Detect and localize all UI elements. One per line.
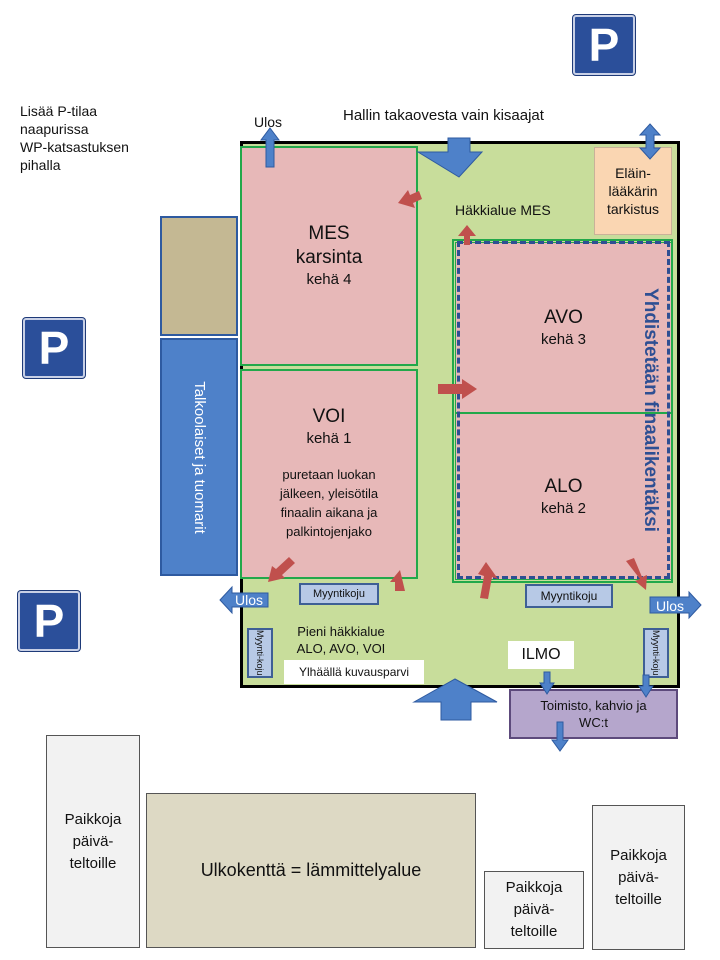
ring-title: VOI [312,406,346,427]
ring-title: MES [308,223,350,244]
vet-door-arrow-icon [638,123,662,160]
sales-stall: Myyntikoju [525,584,613,608]
parking-sign: P [23,318,85,378]
vet-line: lääkärin [608,183,658,199]
tent-area: Paikkoja päivä- teltoille [484,871,584,949]
red-arrow-icon [478,562,498,599]
tent-line: teltoille [615,890,662,908]
photo-gallery-label: Ylhäällä kuvausparvi [284,660,424,684]
red-arrow-icon [458,225,476,245]
back-door-arrow-icon [416,137,484,178]
office-down-arrow-icon [551,721,569,752]
vet-line: Eläin- [615,165,651,181]
khaki-area [160,216,238,336]
ring-title: ALO [544,475,583,497]
tent-area: Paikkoja päivä- teltoille [592,805,685,950]
red-arrow-icon [390,570,405,591]
registration-label: ILMO [508,641,574,669]
ring-title: AVO [544,306,583,328]
office-line: Toimisto, kahvio ja [540,698,647,713]
exit-left-arrow-icon [219,585,269,615]
tent-area: Paikkoja päivä- teltoille [46,735,140,948]
red-arrow-icon [398,190,422,208]
red-arrow-icon [438,379,477,399]
tent-line: päivä- [72,832,114,850]
vet-line: tarkistus [606,201,660,217]
sales-stall-vertical: Myynti-koju [247,628,273,678]
sales-stall: Myyntikoju [299,583,379,605]
ring-mes: MES karsinta kehä 4 [240,146,418,366]
tent-line: Paikkoja [610,846,667,864]
ring-subtitle: karsinta [295,247,363,268]
ring-alo: ALO kehä 2 [455,413,672,580]
vet-check: Eläin- lääkärin tarkistus [594,147,672,235]
ring-note-line: jälkeen, yleisötila [279,486,379,501]
main-entrance-arrow-icon [412,678,498,721]
ring-note-line: finaalin aikana ja [280,505,378,520]
tent-line: teltoille [510,923,558,940]
tent-line: päivä- [513,901,555,918]
note-line: naapurissa [20,121,89,137]
exit-right-arrow-icon [649,590,702,620]
small-cage-line: Pieni häkkialue [297,624,385,639]
merge-group-outline [452,239,673,583]
ring-number: kehä 2 [540,499,587,517]
red-arrow-icon [626,558,647,590]
ring-number: kehä 3 [540,330,587,348]
parking-sign: P [18,591,80,651]
volunteers-area: Talkoolaiset ja tuomarit [160,338,238,576]
warmup-field: Ulkokenttä = lämmittelyalue [146,793,476,948]
ring-note-line: palkintojenjako [285,524,372,539]
ring-avo: AVO kehä 3 [455,242,672,413]
ring-note-line: puretaan luokan [282,467,376,482]
ring-number: kehä 4 [306,271,352,288]
red-arrow-icon [268,557,295,582]
office-kahvio-wc: Toimisto, kahvio ja WC:t [509,689,678,739]
ring-voi: VOI kehä 1 puretaan luokan jälkeen, ylei… [240,369,418,579]
exit-up-arrow-icon [260,127,280,168]
extra-parking-note: Lisää P-tilaa naapurissa WP-katsastuksen… [20,102,129,174]
tent-line: Paikkoja [64,810,122,828]
parking-sign: P [573,15,635,75]
top-exit-label: Ulos [254,114,283,130]
tent-line: teltoille [69,854,117,872]
exit-left-label: Ulos [234,592,263,608]
exit-right-label: Ulos [655,598,684,614]
back-door-label: Hallin takaovesta vain kisaajat [343,107,544,124]
sales-stall-vertical: Myynti-koju [643,628,669,678]
tent-line: päivä- [618,868,659,886]
note-line: Lisää P-tilaa [20,103,98,119]
note-line: pihalla [20,157,61,173]
note-line: WP-katsastuksen [20,139,129,155]
tent-line: Paikkoja [505,879,563,896]
small-cage-area-label: Pieni häkkialue ALO, AVO, VOI [276,622,406,658]
stall-down-arrow-icon [638,674,654,698]
cage-area-mes-label: Häkkialue MES [455,202,551,218]
ilmo-down-arrow-icon [539,671,555,695]
final-field-outline [457,241,670,579]
small-cage-line: ALO, AVO, VOI [296,641,386,656]
office-line: WC:t [579,715,608,730]
ring-number: kehä 1 [306,430,352,447]
